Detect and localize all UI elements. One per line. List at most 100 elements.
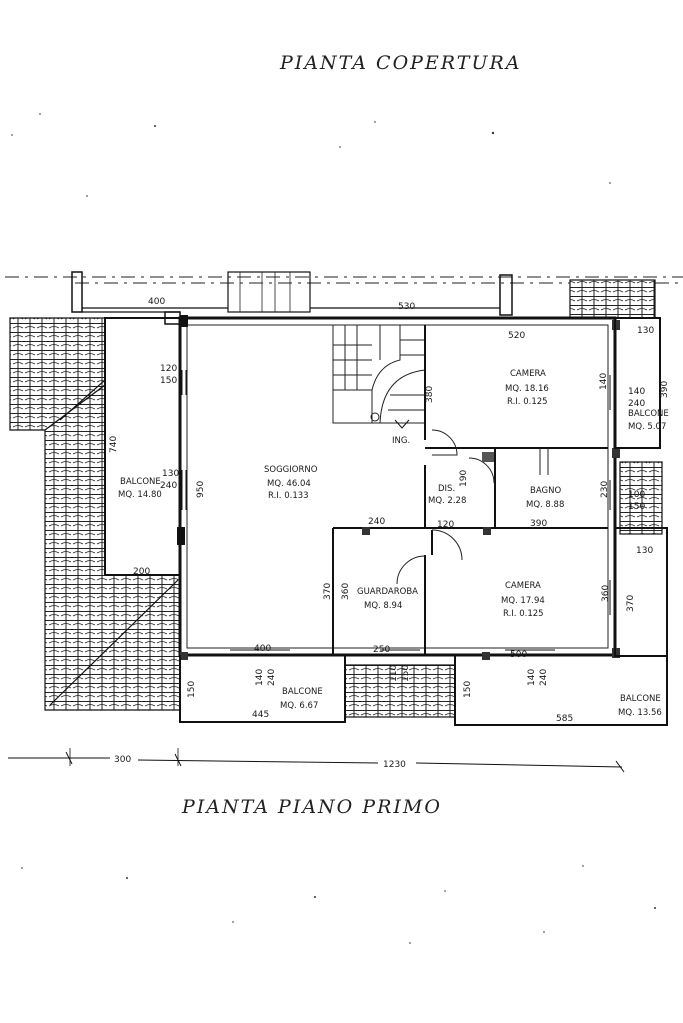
svg-text:150: 150 [463, 681, 473, 698]
svg-text:390: 390 [660, 381, 670, 398]
svg-text:BALCONE: BALCONE [120, 477, 161, 487]
svg-text:300: 300 [114, 755, 131, 765]
svg-text:MQ. 8.88: MQ. 8.88 [526, 500, 564, 510]
room-balcone-right-top: BALCONE MQ. 5.07 [628, 409, 669, 432]
svg-text:R.I. 0.133: R.I. 0.133 [268, 491, 309, 501]
svg-text:140: 140 [527, 669, 537, 686]
room-camera-top: CAMERA MQ. 18.16 R.I. 0.125 [505, 369, 549, 407]
svg-text:120: 120 [160, 364, 177, 374]
svg-text:MQ. 8.94: MQ. 8.94 [364, 601, 402, 611]
svg-text:R.I. 0.125: R.I. 0.125 [507, 397, 548, 407]
svg-text:230: 230 [600, 481, 610, 498]
svg-text:370: 370 [626, 595, 636, 612]
svg-text:CAMERA: CAMERA [505, 581, 541, 591]
column-right [499, 274, 513, 316]
stair-roof-lines [239, 272, 291, 312]
svg-text:MQ. 13.56: MQ. 13.56 [618, 708, 662, 718]
roof-plan-title: PIANTA COPERTURA [280, 52, 522, 74]
roof-hip-line [49, 579, 179, 706]
svg-text:MQ. 46.04: MQ. 46.04 [267, 479, 311, 489]
svg-text:150: 150 [628, 502, 645, 512]
inner-wall-lines [186, 324, 609, 649]
svg-text:R.I. 0.125: R.I. 0.125 [503, 609, 544, 619]
room-balcone-left: BALCONE MQ. 14.80 [118, 477, 162, 500]
svg-text:GUARDAROBA: GUARDAROBA [357, 587, 418, 597]
room-guardaroba: GUARDAROBA MQ. 8.94 [357, 587, 418, 611]
svg-text:360: 360 [341, 583, 351, 600]
svg-text:BALCONE: BALCONE [282, 687, 323, 697]
svg-text:130: 130 [636, 546, 653, 556]
first-floor-plan-title: PIANTA PIANO PRIMO [182, 796, 442, 818]
svg-text:360: 360 [601, 585, 611, 602]
svg-text:1230: 1230 [383, 760, 406, 770]
svg-text:100: 100 [628, 490, 645, 500]
doors [396, 429, 549, 585]
dimension-labels: 400 530 520 130 120 150 740 130 240 950 … [109, 297, 670, 724]
svg-text:130: 130 [637, 326, 654, 336]
svg-text:MQ. 14.80: MQ. 14.80 [118, 490, 162, 500]
svg-text:190: 190 [459, 470, 469, 487]
room-soggiorno: SOGGIORNO MQ. 46.04 R.I. 0.133 [264, 465, 318, 501]
room-dis: DIS. MQ. 2.28 [428, 484, 466, 506]
svg-text:DIS.: DIS. [438, 484, 455, 494]
balcony-right-side-outline [614, 527, 668, 657]
svg-text:MQ. 6.67: MQ. 6.67 [280, 701, 318, 711]
svg-text:BALCONE: BALCONE [620, 694, 661, 704]
svg-text:500: 500 [510, 650, 527, 660]
svg-text:400: 400 [148, 297, 165, 307]
room-camera-bottom: CAMERA MQ. 17.94 R.I. 0.125 [501, 581, 545, 619]
svg-text:200: 200 [133, 567, 150, 577]
svg-text:140: 140 [599, 373, 609, 390]
roof-tiles-right-mid [619, 461, 663, 535]
balcony-bottom-right-outline [454, 655, 668, 726]
roof-tiles-right-top [569, 279, 656, 319]
svg-text:740: 740 [109, 436, 119, 453]
svg-text:140: 140 [628, 387, 645, 397]
interior-walls [332, 325, 608, 655]
svg-text:240: 240 [160, 481, 177, 491]
svg-text:445: 445 [252, 710, 269, 720]
svg-text:CAMERA: CAMERA [510, 369, 546, 379]
scan-dots [11, 113, 656, 944]
svg-text:400: 400 [254, 644, 271, 654]
svg-text:240: 240 [539, 669, 549, 686]
balcony-bottom-mid-outline [179, 655, 346, 723]
svg-text:250: 250 [373, 645, 390, 655]
svg-text:MQ. 5.07: MQ. 5.07 [628, 422, 666, 432]
svg-text:MQ. 17.94: MQ. 17.94 [501, 596, 545, 606]
svg-text:520: 520 [508, 331, 525, 341]
roof-tiles-left [44, 383, 181, 711]
column-left [71, 271, 83, 313]
bathroom-fixture [482, 452, 494, 462]
svg-text:150: 150 [401, 665, 411, 682]
svg-text:SOGGIORNO: SOGGIORNO [264, 465, 318, 475]
svg-text:130: 130 [162, 469, 179, 479]
svg-text:140: 140 [255, 669, 265, 686]
svg-text:BALCONE: BALCONE [628, 409, 669, 419]
svg-text:240: 240 [267, 669, 277, 686]
svg-text:530: 530 [398, 302, 415, 312]
roof-tiles-bottom [344, 664, 456, 718]
svg-text:380: 380 [425, 386, 435, 403]
roof-hip-line-2 [59, 379, 106, 421]
room-balcone-bottom-right: BALCONE MQ. 13.56 [618, 694, 662, 718]
svg-text:240: 240 [368, 517, 385, 527]
svg-text:MQ. 2.28: MQ. 2.28 [428, 496, 466, 506]
svg-text:MQ. 18.16: MQ. 18.16 [505, 384, 549, 394]
stair-roof [227, 271, 311, 313]
room-balcone-bottom-mid: BALCONE MQ. 6.67 [280, 687, 323, 711]
svg-text:BAGNO: BAGNO [530, 486, 561, 496]
svg-text:585: 585 [556, 714, 573, 724]
svg-text:950: 950 [196, 481, 206, 498]
svg-text:240: 240 [628, 399, 645, 409]
svg-text:390: 390 [530, 519, 547, 529]
room-bagno: BAGNO MQ. 8.88 [526, 486, 564, 510]
balcony-right-top-outline [614, 317, 661, 449]
svg-text:150: 150 [187, 681, 197, 698]
balcony-left-outline [104, 317, 181, 576]
overall-dimension-line: 300 1230 [8, 748, 625, 773]
svg-text:110: 110 [389, 665, 399, 682]
svg-text:150: 150 [160, 376, 177, 386]
svg-text:370: 370 [323, 583, 333, 600]
